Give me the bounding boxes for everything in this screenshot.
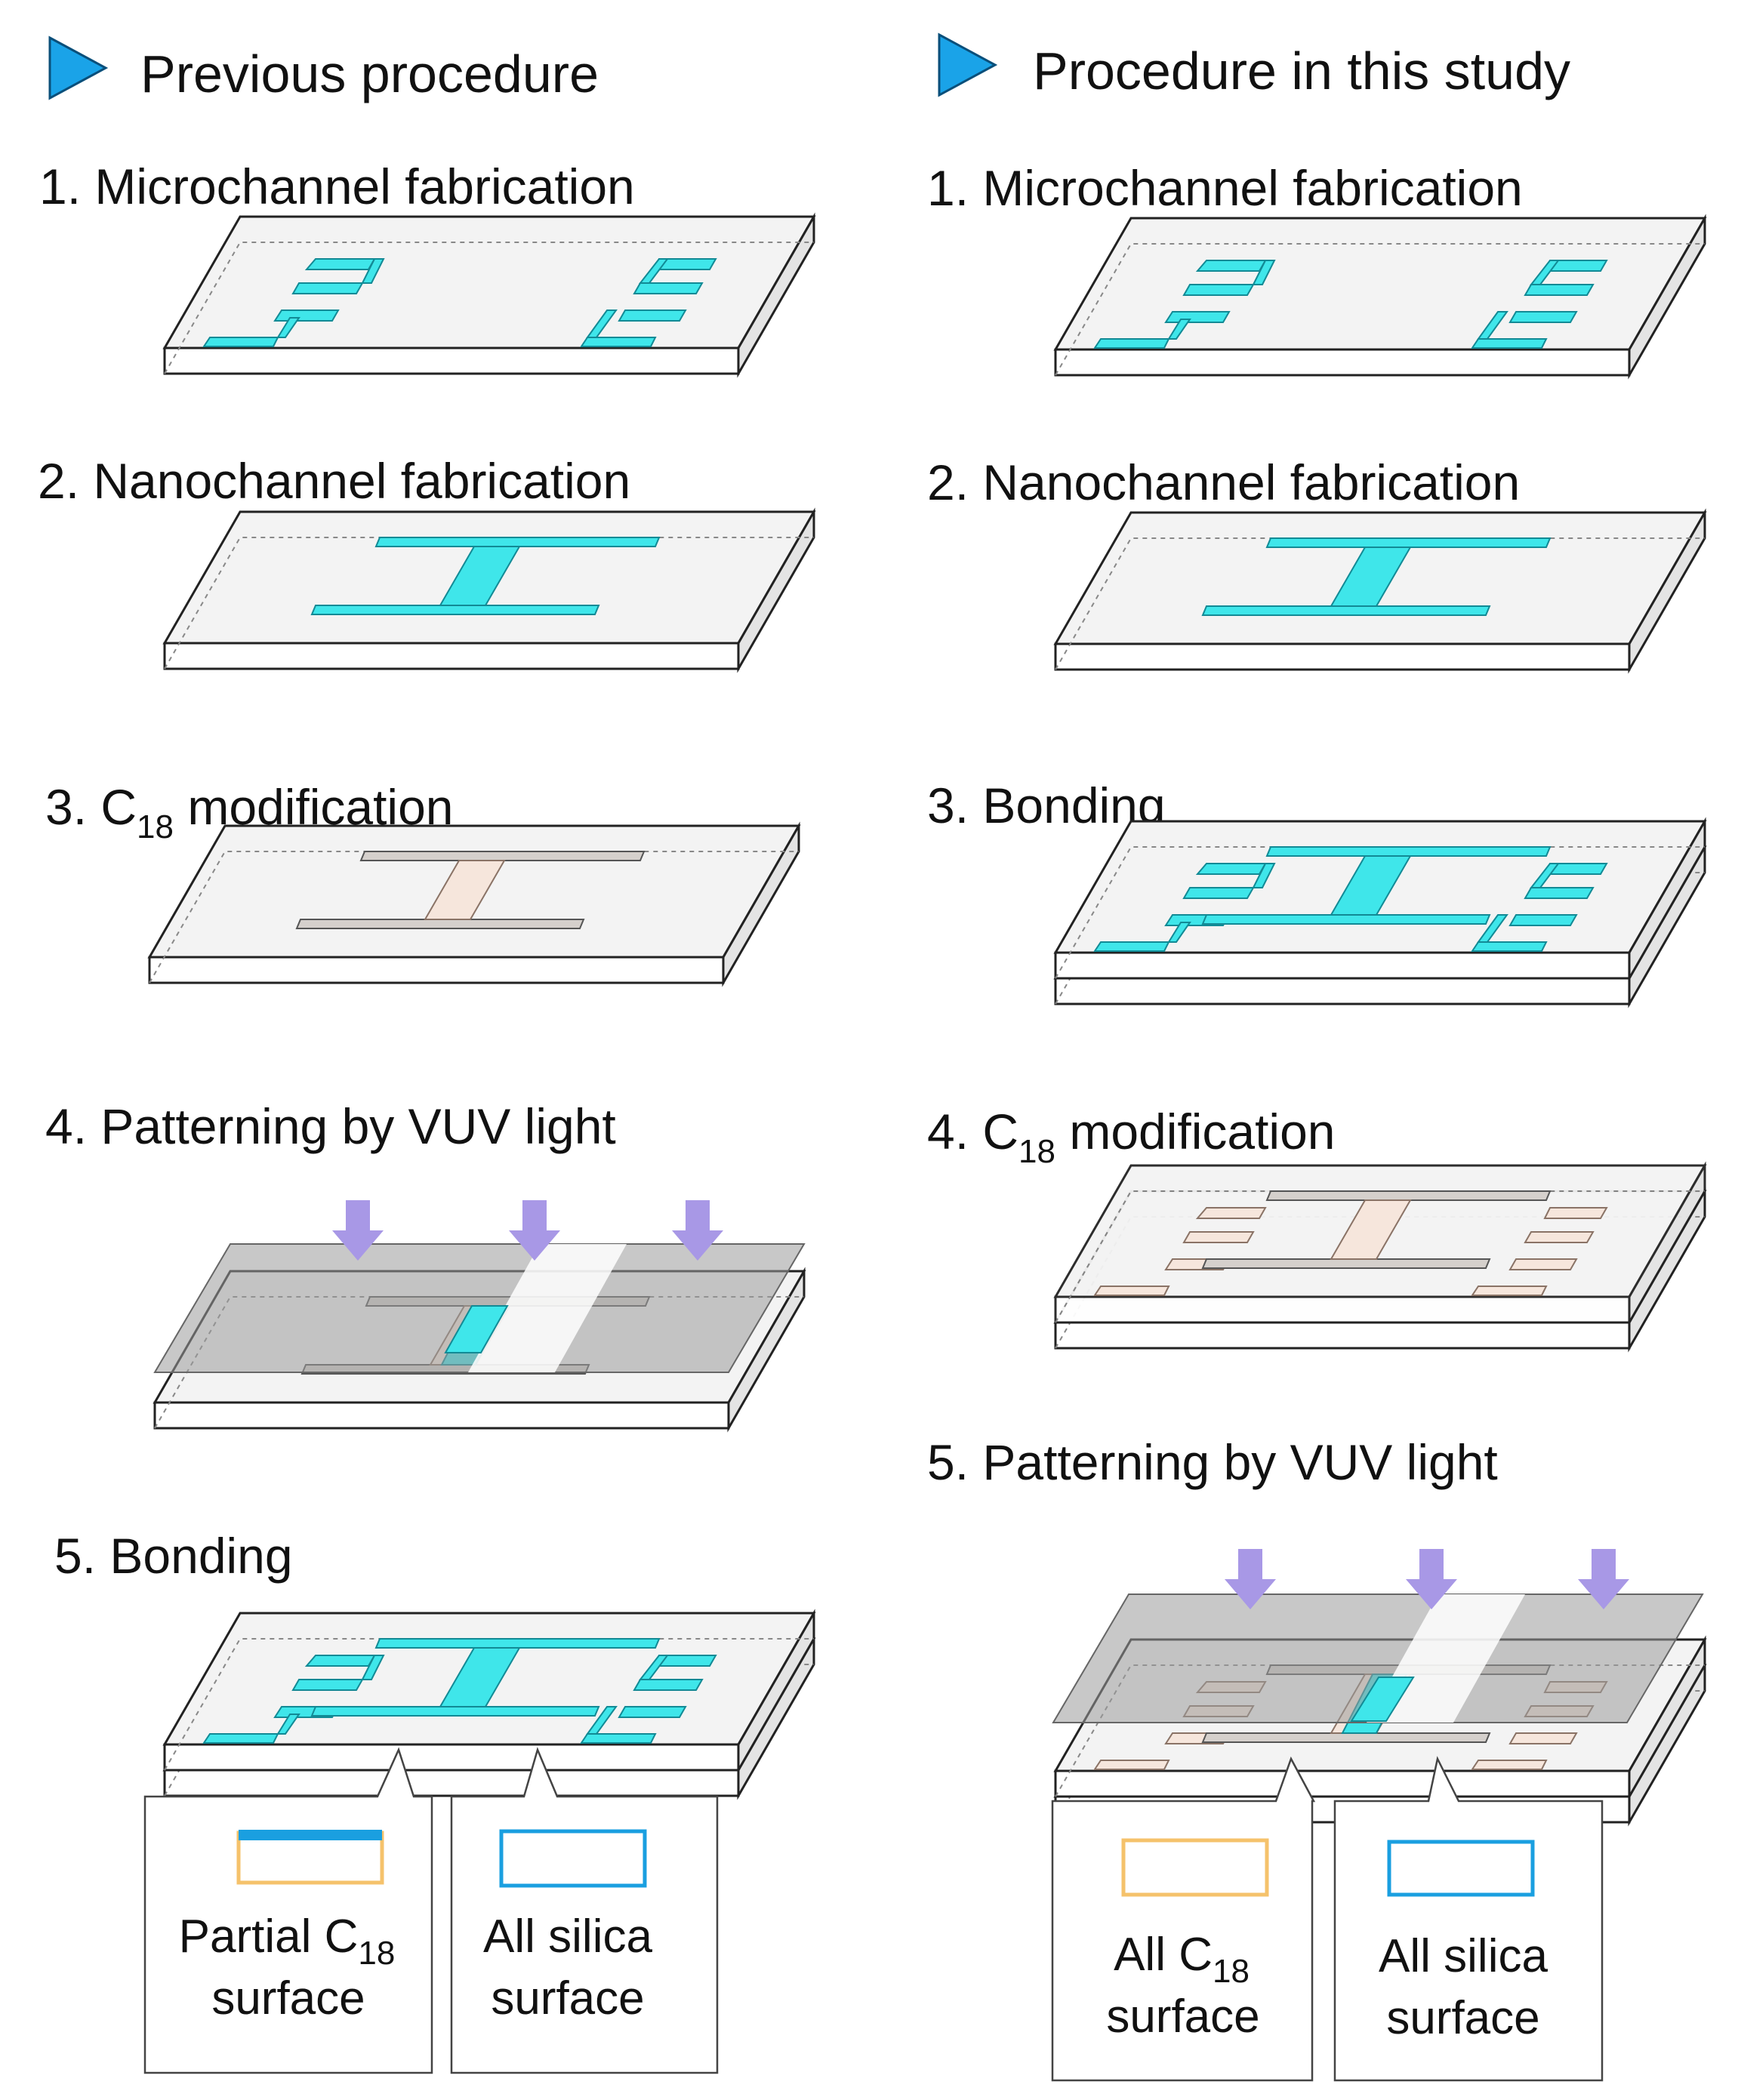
svg-text:All silica: All silica [483,1911,652,1963]
left-callout-all-silica: All silica surface [450,1747,719,2074]
left-step-2: 2. Nanochannel fabrication [38,453,630,509]
svg-text:surface: surface [211,1972,365,2025]
right-step-2: 2. Nanochannel fabrication [927,454,1520,510]
left-header-triangle-play-icon [48,35,109,100]
right-step-4: 4. C18 modification [927,1104,1336,1170]
right-callout-all-silica: All silica surface [1333,1756,1604,2082]
svg-text:All C18: All C18 [1114,1929,1250,1990]
right-header: Procedure in this study [1033,42,1570,100]
right-header-triangle-play-icon [938,32,998,97]
right-plate-3 [1054,820,1706,1005]
svg-text:All silica: All silica [1379,1930,1548,1982]
left-step-5: 5. Bonding [54,1528,293,1584]
right-step-3: 3. Bonding [927,777,1166,833]
svg-text:surface: surface [1106,1991,1259,2043]
right-plate-1 [1054,217,1706,377]
left-plate-1 [163,215,815,375]
left-plate-5 [163,1612,815,1797]
left-plate-2 [163,510,815,670]
left-step-1: 1. Microchannel fabrication [39,159,635,214]
right-vuv-mask [1052,1593,1704,1723]
left-plate-3 [148,824,800,984]
left-step-4: 4. Patterning by VUV light [45,1098,616,1154]
svg-text:surface: surface [1386,1992,1539,2044]
left-callout-partial-c18: Partial C18 surface [143,1747,433,2074]
right-plate-4 [1054,1164,1706,1350]
left-header: Previous procedure [140,45,599,103]
right-plate-2 [1054,511,1706,671]
svg-text:Partial C18: Partial C18 [179,1911,396,1972]
right-step-1: 1. Microchannel fabrication [927,160,1523,216]
left-vuv-mask [153,1243,806,1373]
right-step-5: 5. Patterning by VUV light [927,1434,1498,1490]
svg-text:surface: surface [491,1972,644,2025]
right-callout-all-c18: All C18 surface [1051,1756,1316,2082]
